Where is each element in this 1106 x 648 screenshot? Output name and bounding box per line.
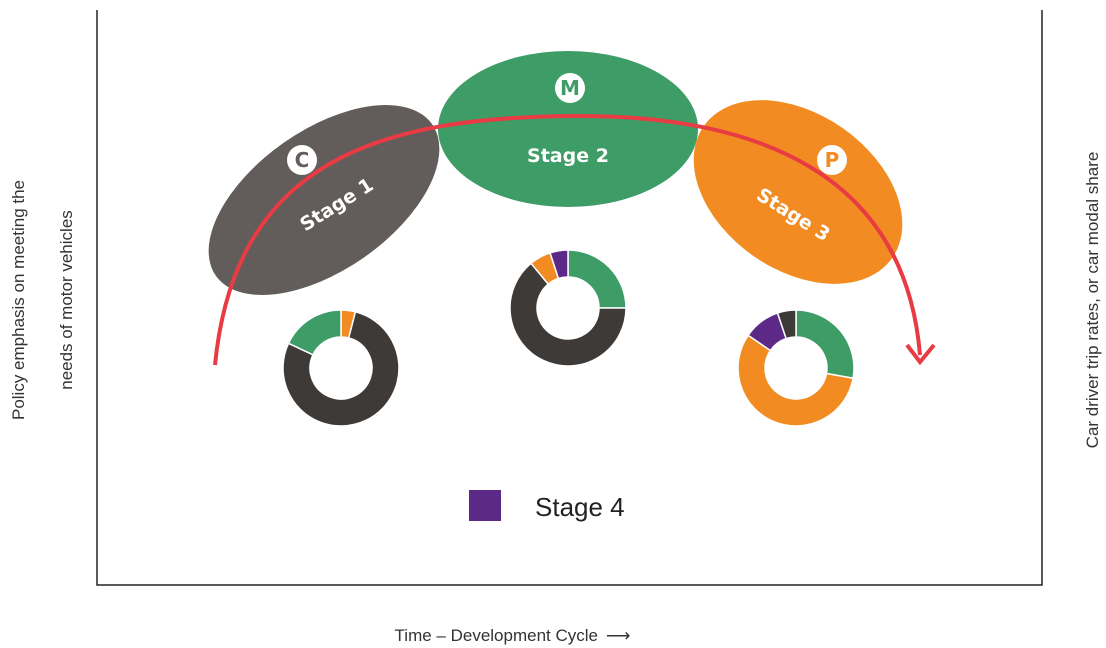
parking-icon: P	[825, 148, 840, 172]
stage-1-icon: C	[287, 145, 317, 175]
stage-2-donut-chart	[509, 249, 627, 367]
donut-1-segment-green	[287, 309, 342, 356]
development-arc	[213, 113, 922, 366]
stage-3-donut-chart	[737, 309, 855, 427]
bottom-axis-label: Time – Development Cycle	[395, 626, 598, 645]
donut-3-segment-car	[776, 309, 797, 340]
donut-3-segment-orange	[737, 334, 854, 427]
stage-1-donut-chart	[282, 309, 400, 427]
car-icon: C	[295, 148, 310, 172]
left-axis-label-line1: Policy emphasis on meeting the	[9, 180, 28, 420]
arc-arrowhead-icon	[905, 343, 936, 366]
right-axis-label: Car driver trip rates, or car modal shar…	[1083, 152, 1102, 449]
left-axis-label: Policy emphasis on meeting the needs of …	[9, 180, 76, 420]
plot-frame	[96, 10, 1043, 586]
stage-1-shape	[208, 105, 440, 295]
bottom-axis-arrow-icon: ⟶	[606, 626, 630, 645]
stage-2-icon: M	[555, 73, 585, 103]
donut-2-segment-car	[509, 262, 627, 367]
legend-stage-4-swatch	[469, 490, 501, 521]
donut-1-segment-car	[282, 310, 400, 427]
stage-3-icon: P	[817, 145, 847, 175]
legend-stage-4-label: Stage 4	[535, 492, 625, 522]
donut-3-segment-green	[795, 309, 855, 380]
donut-2-segment-green	[567, 249, 627, 309]
stage-1-ellipse	[208, 105, 440, 295]
metro-icon: M	[560, 76, 580, 100]
stage-2-label: Stage 2	[527, 145, 609, 167]
stage-3-shape	[693, 100, 903, 284]
left-axis-label-line2: needs of motor vehicles	[57, 210, 76, 390]
donut-2-segment-purple	[549, 249, 569, 280]
stage-2-shape	[438, 51, 698, 207]
